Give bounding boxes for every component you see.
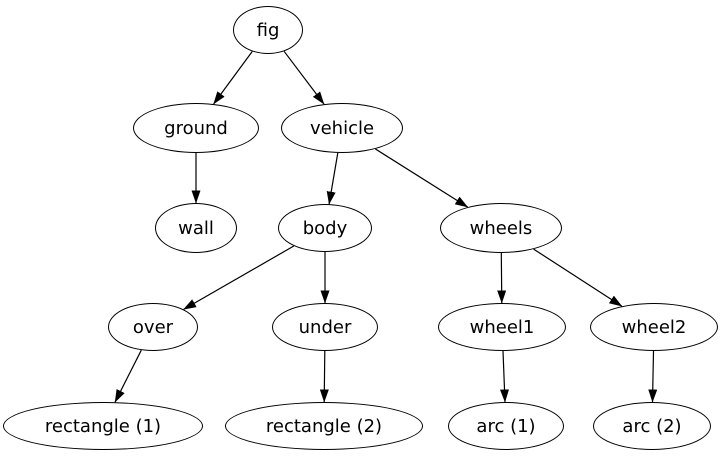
edge-wheel1-arc1 [500, 350, 510, 403]
node-label: rectangle (2) [265, 415, 383, 437]
edge-fig-vehicle [283, 50, 325, 105]
node-label: wheels [469, 217, 533, 239]
node-arc-1: arc (1) [448, 402, 564, 450]
node-label: wheel1 [469, 316, 535, 338]
edge-vehicle-body [326, 152, 339, 205]
node-label: rectangle (1) [44, 415, 162, 437]
node-wheel2: wheel2 [590, 303, 718, 351]
node-label: wall [178, 217, 214, 239]
node-label: fig [256, 19, 280, 41]
node-wall: wall [155, 203, 237, 253]
node-label: arc (2) [622, 415, 682, 437]
node-label: vehicle [309, 117, 375, 139]
node-label: over [132, 316, 174, 338]
edge-wheels-wheel1 [497, 252, 507, 304]
node-label: wheel2 [621, 316, 687, 338]
node-arc-2: arc (2) [593, 402, 711, 450]
node-body: body [278, 204, 372, 252]
node-under: under [272, 303, 378, 351]
edge-over-rect1 [114, 349, 142, 403]
node-wheels: wheels [440, 203, 562, 253]
node-label: ground [164, 117, 228, 139]
node-vehicle: vehicle [281, 103, 403, 153]
edge-under-rect2 [319, 350, 329, 403]
edge-vehicle-wheels [374, 148, 469, 208]
node-fig: fig [233, 6, 303, 54]
node-over: over [108, 303, 198, 351]
edge-body-over [183, 245, 295, 310]
node-rectangle-1: rectangle (1) [3, 402, 203, 450]
edge-fig-ground [213, 51, 253, 105]
node-label: body [302, 217, 348, 239]
node-wheel1: wheel1 [438, 303, 566, 351]
edge-wheels-wheel2 [533, 248, 623, 307]
edge-wheel2-arc2 [648, 350, 658, 403]
node-label: under [298, 316, 352, 338]
node-rectangle-2: rectangle (2) [225, 402, 423, 450]
node-label: arc (1) [476, 415, 536, 437]
node-ground: ground [133, 103, 259, 153]
